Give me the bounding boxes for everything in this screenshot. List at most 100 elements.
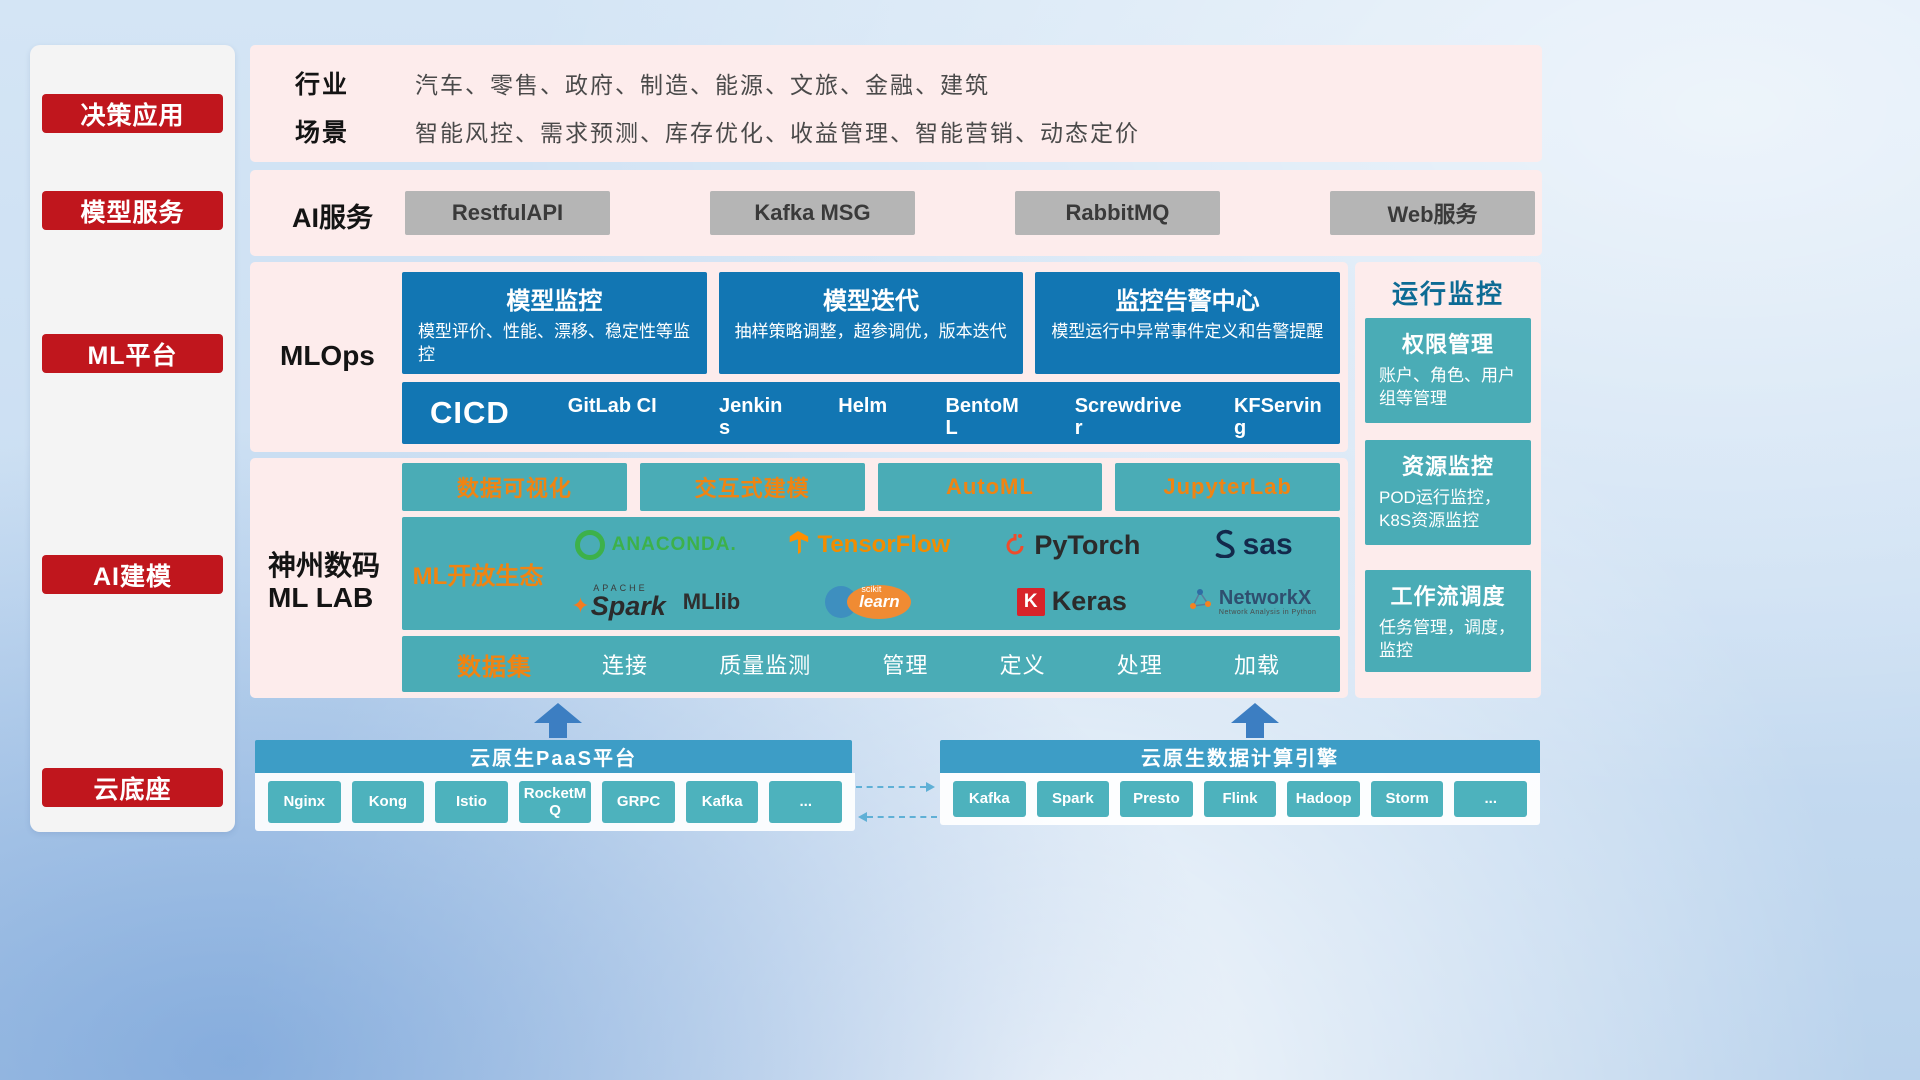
paas-grpc: GRPC <box>602 781 675 823</box>
pytorch-icon <box>1003 530 1027 561</box>
industry-scenario-panel: 行业 汽车、零售、政府、制造、能源、文旅、金融、建筑 场景 智能风控、需求预测、… <box>250 45 1542 162</box>
dashed-line <box>867 816 937 818</box>
category-ai-modeling: AI建模 <box>42 555 223 594</box>
dataset-load: 加载 <box>1233 653 1280 678</box>
tool-gitlab-ci: GitLab CI <box>567 395 657 417</box>
model-iteration-card: 模型迭代 抽样策略调整，超参调优，版本迭代 <box>718 272 1024 374</box>
dataset-define: 定义 <box>999 653 1046 678</box>
keras-wordmark: Keras <box>1051 586 1127 617</box>
paas-services-row: Nginx Kong Istio RocketMQ GRPC Kafka ... <box>255 773 855 831</box>
arrow-stem <box>1246 723 1264 738</box>
networkx-logo: NetworkX Network Analysis in Python <box>1164 587 1340 617</box>
arrow-head-right <box>926 782 935 792</box>
paas-kong: Kong <box>351 781 425 823</box>
card-desc: 账户、角色、用户组等管理 <box>1379 366 1515 408</box>
card-desc: 抽样策略调整，超参调优，版本迭代 <box>734 322 1007 341</box>
card-desc: POD运行监控，K8S资源监控 <box>1379 488 1501 530</box>
keras-logo: K Keras <box>979 586 1164 617</box>
paas-istio: Istio <box>435 781 508 823</box>
mllab-label-line1: 神州数码 <box>268 550 381 581</box>
tool-screwdriver: Screwdriver <box>1074 395 1182 439</box>
category-decision-apps: 决策应用 <box>42 94 223 133</box>
category-ml-platform: ML平台 <box>42 334 223 373</box>
anaconda-icon <box>574 530 605 561</box>
anaconda-logo: ANACONDA. <box>554 530 757 561</box>
paas-rocketmq: RocketMQ <box>518 781 592 823</box>
engine-hadoop: Hadoop <box>1287 781 1360 817</box>
left-category-rail: 决策应用 模型服务 ML平台 AI建模 云底座 <box>30 45 235 832</box>
dataset-bar: 数据集 连接 质量监测 管理 定义 处理 加载 <box>402 636 1340 692</box>
scikit-text: scikit <box>861 583 882 594</box>
paas-to-engine-dashed-arrow <box>856 782 935 792</box>
card-title: 资源监控 <box>1401 454 1494 479</box>
category-model-service: 模型服务 <box>42 191 223 230</box>
arrow-head-left <box>858 812 867 822</box>
industry-row: 行业 汽车、零售、政府、制造、能源、文旅、金融、建筑 <box>295 65 1522 101</box>
anaconda-wordmark: ANACONDA. <box>611 534 737 556</box>
service-rabbitmq: RabbitMQ <box>1015 191 1220 235</box>
spark-star-icon: ✦ <box>571 593 590 619</box>
arrow-stem <box>549 723 567 738</box>
tool-jenkins: Jenkins <box>719 395 783 439</box>
tool-interactive-modeling: 交互式建模 <box>639 463 865 511</box>
service-restfulapi: RestfulAPI <box>405 191 610 235</box>
ai-service-label: AI服务 <box>292 203 373 233</box>
category-cloud-base: 云底座 <box>42 768 223 807</box>
arrow-head <box>534 703 582 723</box>
tool-automl: AutoML <box>877 463 1103 511</box>
paas-nginx: Nginx <box>268 781 341 823</box>
tool-kfserving: KFServing <box>1233 395 1322 439</box>
ml-open-ecosystem-box: ML开放生态 ANACONDA. TensorFlow PyTorch sas <box>402 517 1340 630</box>
paas-kafka: Kafka <box>685 781 759 823</box>
tool-jupyterlab: JupyterLab <box>1115 463 1340 511</box>
mlops-label: MLOps <box>280 340 375 371</box>
engine-to-paas-dashed-arrow <box>858 812 937 822</box>
sas-icon <box>1212 528 1236 563</box>
engine-kafka: Kafka <box>953 781 1026 817</box>
networkx-wordmark: NetworkX <box>1218 586 1312 609</box>
mllib-wordmark: MLlib <box>682 588 741 614</box>
service-kafka-msg: Kafka MSG <box>710 191 915 235</box>
engine-to-mllab-arrow <box>1231 703 1279 738</box>
card-title: 模型监控 <box>506 288 603 315</box>
resource-monitor-card: 资源监控 POD运行监控，K8S资源监控 <box>1365 440 1531 545</box>
tool-data-visualization: 数据可视化 <box>402 463 627 511</box>
tensorflow-icon <box>786 530 810 561</box>
sas-logo: sas <box>1164 528 1340 563</box>
engine-storm: Storm <box>1370 781 1444 817</box>
scikit-learn-logo: scikit learn <box>757 583 979 619</box>
scenario-list: 智能风控、需求预测、库存优化、收益管理、智能营销、动态定价 <box>415 120 1140 146</box>
mlops-cards: 模型监控 模型评价、性能、漂移、稳定性等监控 模型迭代 抽样策略调整，超参调优，… <box>402 272 1341 374</box>
learn-text: learn <box>859 591 900 611</box>
industry-list: 汽车、零售、政府、制造、能源、文旅、金融、建筑 <box>415 72 990 98</box>
paas-to-mllab-arrow <box>534 703 582 738</box>
workflow-scheduler-card: 工作流调度 任务管理，调度，监控 <box>1365 570 1531 672</box>
dataset-manage: 管理 <box>882 653 929 678</box>
card-desc: 模型运行中异常事件定义和告警提醒 <box>1051 322 1324 341</box>
ecosystem-label: ML开放生态 <box>412 563 544 590</box>
keras-icon: K <box>1016 587 1045 616</box>
card-desc: 任务管理，调度，监控 <box>1379 618 1515 660</box>
model-monitoring-card: 模型监控 模型评价、性能、漂移、稳定性等监控 <box>402 272 707 374</box>
scikit-learn-icon: scikit learn <box>825 583 912 619</box>
spark-mllib-logo: APACHE ✦ Spark MLlib <box>554 582 757 620</box>
dataset-quality: 质量监测 <box>719 653 812 678</box>
arrow-head <box>1231 703 1279 723</box>
paas-more: ... <box>769 781 843 823</box>
mllab-label: 神州数码 ML LAB <box>268 550 403 614</box>
alert-center-card: 监控告警中心 模型运行中异常事件定义和告警提醒 <box>1035 272 1341 374</box>
dashed-line <box>856 786 926 788</box>
ai-service-panel: AI服务 RestfulAPI Kafka MSG RabbitMQ Web服务 <box>250 170 1542 256</box>
mllab-panel: 神州数码 ML LAB 数据可视化 交互式建模 AutoML JupyterLa… <box>250 458 1348 698</box>
networkx-icon <box>1188 587 1212 616</box>
card-title: 权限管理 <box>1401 332 1494 357</box>
mllab-tools-row: 数据可视化 交互式建模 AutoML JupyterLab <box>402 463 1340 511</box>
engine-presto: Presto <box>1120 781 1193 817</box>
ecosystem-logos: ANACONDA. TensorFlow PyTorch sas APACHE <box>554 517 1340 630</box>
tool-bentoml: BentoML <box>945 395 1019 439</box>
scenario-label: 场景 <box>295 119 350 147</box>
engine-services-row: Kafka Spark Presto Flink Hadoop Storm ..… <box>940 773 1540 825</box>
apache-text: APACHE <box>593 582 648 593</box>
dataset-label: 数据集 <box>457 653 532 681</box>
